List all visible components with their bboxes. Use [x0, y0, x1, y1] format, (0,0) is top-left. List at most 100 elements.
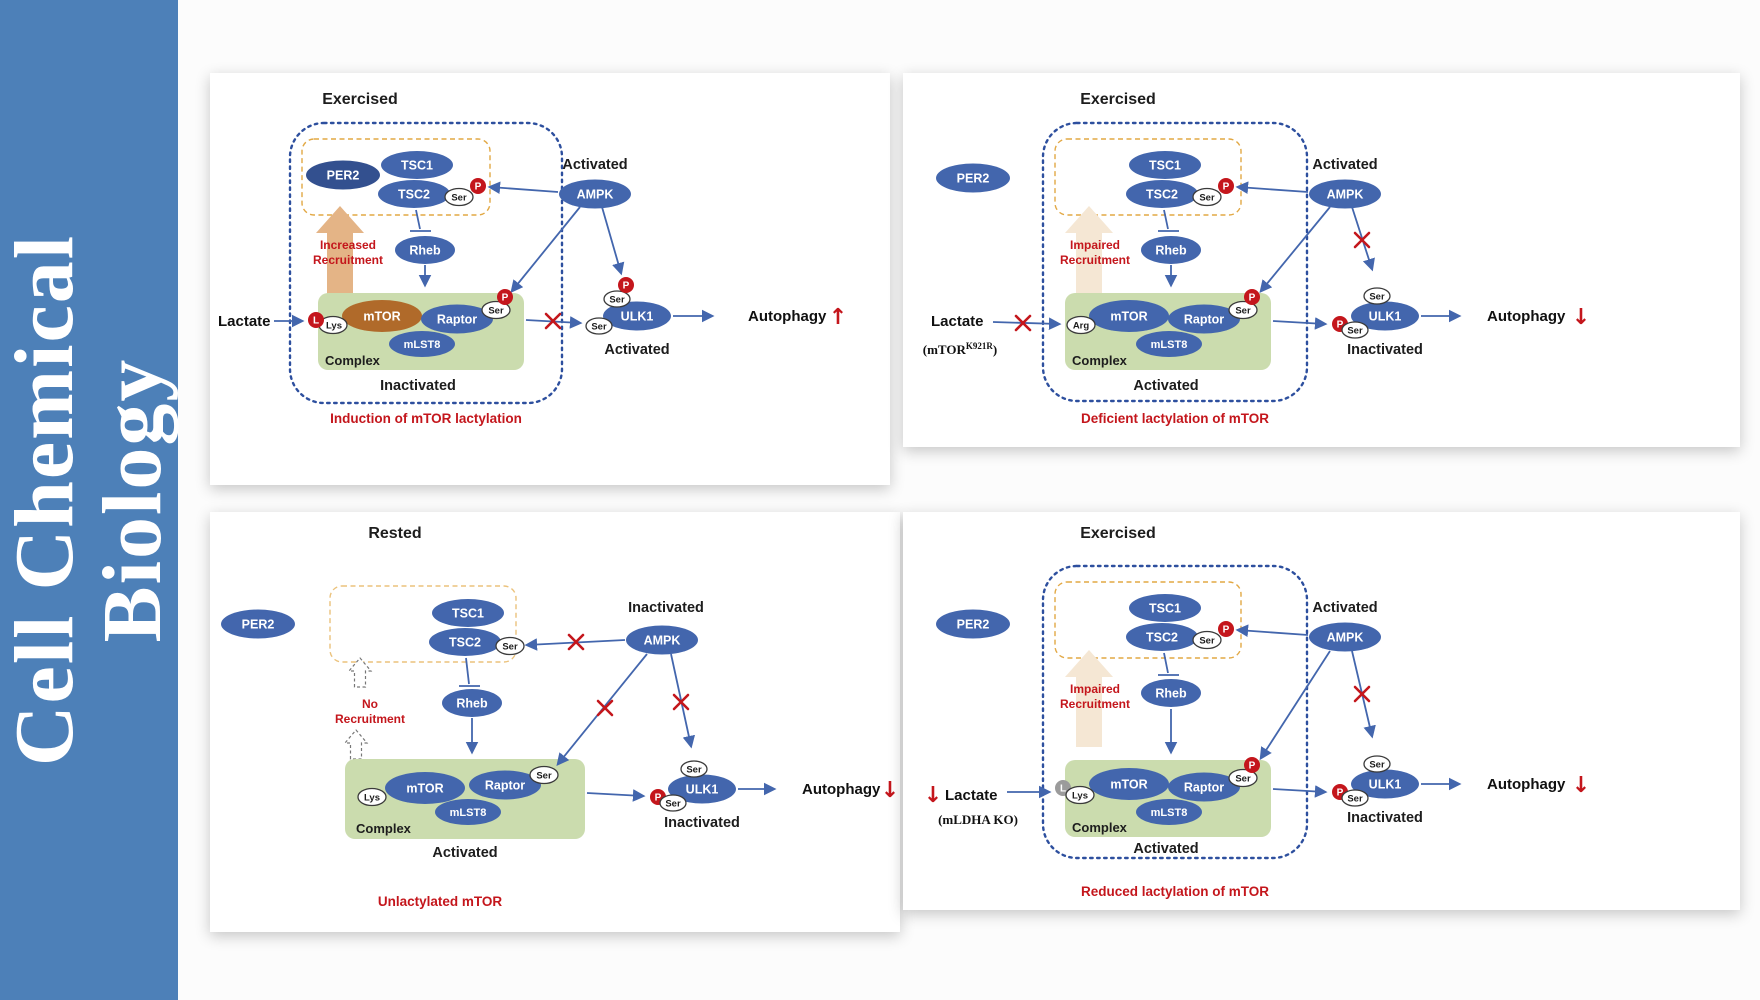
mtor-lys-site: Lys [357, 787, 387, 807]
ampk-node: AMPK [1309, 179, 1381, 209]
ampk-label: AMPK [1327, 631, 1364, 645]
per2-tsc-recruitment-box [329, 585, 517, 663]
condition-title: Exercised [1080, 525, 1156, 542]
raptor-node: Raptor [1168, 772, 1240, 802]
mtor-label: mTOR [406, 782, 443, 796]
ulk1-node: ULK1 [668, 774, 736, 804]
panel-exercised-k921r: Exercised Impaired Recruitment PER2 TSC1… [903, 73, 1740, 447]
ulk1-state: Activated [604, 342, 669, 358]
svg-text:P: P [1337, 320, 1344, 331]
tsc2-label: TSC2 [1146, 188, 1178, 202]
raptor-phospho-badge: P [497, 289, 513, 305]
tsc-rheb-inhibition-line [415, 209, 421, 230]
tsc2-node: TSC2 [378, 180, 450, 208]
tsc2-ser-site: Ser [1192, 187, 1222, 207]
raptor-label: Raptor [485, 779, 525, 793]
tsc1-node: TSC1 [432, 599, 504, 627]
recruitment-label-2: Recruitment [1060, 697, 1130, 711]
ulk1-label: ULK1 [1369, 778, 1402, 792]
per2-node: PER2 [221, 609, 295, 639]
ulk1-node: ULK1 [1351, 301, 1419, 331]
ampk-raptor-arrow [1259, 650, 1331, 761]
raptor-node: Raptor [421, 304, 493, 334]
svg-text:Ser: Ser [665, 799, 681, 810]
mtor-label: mTOR [363, 310, 400, 324]
ulk1-node: ULK1 [1351, 769, 1419, 799]
ampk-ulk1-arrow [1351, 206, 1375, 272]
mlst8-label: mLST8 [450, 807, 487, 819]
panel-caption: Induction of mTOR lactylation [330, 411, 522, 426]
tsc2-ser-site: Ser [1192, 630, 1222, 650]
blocked-x-icon [1353, 685, 1371, 703]
recruitment-label-1: No [362, 697, 378, 711]
ampk-state: Inactivated [628, 600, 704, 616]
svg-text:P: P [1223, 182, 1230, 193]
complex-state: Inactivated [380, 378, 456, 394]
ulk1-mtor-ser-site: Ser [1341, 789, 1369, 807]
tsc-rheb-inhibition-line [1163, 652, 1169, 674]
svg-text:P: P [1249, 293, 1256, 304]
mtor-node: mTOR [1089, 300, 1169, 332]
mtor-lys-site: Lys [1065, 785, 1095, 805]
svg-text:P: P [475, 182, 482, 193]
ampk-node: AMPK [626, 625, 698, 655]
complex-state: Activated [432, 845, 497, 861]
mlst8-node: mLST8 [1136, 331, 1202, 357]
panel-caption: Unlactylated mTOR [378, 894, 503, 909]
journal-title: Cell Chemical Biology [0, 0, 179, 1000]
mtor-node: mTOR [342, 300, 422, 332]
per2-label: PER2 [957, 172, 990, 186]
cell-boundary [1041, 121, 1309, 403]
ampk-node: AMPK [1309, 622, 1381, 652]
rheb-node: Rheb [1141, 679, 1201, 707]
blocked-x-icon [672, 693, 690, 711]
raptor-ser-site: Ser [1228, 300, 1258, 320]
journal-title-line2: Biology [86, 357, 179, 643]
complex-label: Complex [1072, 353, 1128, 368]
complex-label: Complex [325, 353, 381, 368]
ampk-label: AMPK [644, 634, 681, 648]
tsc1-node: TSC1 [1129, 151, 1201, 179]
ampk-tsc2-arrow [1235, 624, 1309, 638]
ulk1-state: Inactivated [664, 815, 740, 831]
svg-text:Ser: Ser [686, 765, 702, 776]
mlst8-label: mLST8 [404, 339, 441, 351]
mtor-node: mTOR [385, 772, 465, 804]
complex-label: Complex [356, 821, 412, 836]
condition-title: Exercised [322, 91, 398, 108]
panel-exercised-ldha-ko: Exercised Impaired Recruitment PER2 TSC1… [903, 512, 1740, 910]
mlst8-node: mLST8 [1136, 799, 1202, 825]
ampk-tsc2-arrow [487, 181, 559, 195]
lactyl-badge: L [308, 312, 324, 328]
recruitment-label-2: Recruitment [1060, 253, 1130, 267]
lactate-label: Lactate [945, 787, 998, 804]
blocked-x-icon [1353, 231, 1371, 249]
rheb-label: Rheb [1155, 244, 1187, 258]
tsc1-label: TSC1 [401, 159, 433, 173]
raptor-ser-site: Ser [1228, 768, 1258, 788]
svg-text:Ser: Ser [488, 306, 504, 317]
tsc1-label: TSC1 [452, 607, 484, 621]
raptor-label: Raptor [437, 313, 477, 327]
panel-caption: Deficient lactylation of mTOR [1081, 411, 1269, 426]
tsc2-label: TSC2 [398, 188, 430, 202]
mlst8-label: mLST8 [1151, 807, 1188, 819]
svg-text:Ser: Ser [1235, 774, 1251, 785]
mlst8-node: mLST8 [435, 799, 501, 825]
svg-text:Ser: Ser [536, 771, 552, 782]
panel-rested-unlactylated: Rested PER2 TSC1 TSC2 Ser Inactivated AM… [210, 512, 900, 932]
autophagy-label: Autophagy [748, 308, 827, 325]
recruitment-label-1: Impaired [1070, 238, 1120, 252]
svg-text:Ser: Ser [502, 642, 518, 653]
per2-label: PER2 [957, 618, 990, 632]
ulk1-ampk-ser-site: Ser [1363, 287, 1391, 305]
autophagy-label: Autophagy [1487, 776, 1566, 793]
mutant-label: (mTORK921R) [923, 341, 997, 357]
lactate-label: Lactate [931, 313, 984, 330]
svg-text:Ser: Ser [451, 193, 467, 204]
autophagy-direction-arrow: ↓ [1572, 773, 1590, 798]
svg-text:P: P [655, 793, 662, 804]
condition-title: Exercised [1080, 91, 1156, 108]
svg-text:Ser: Ser [1347, 794, 1363, 805]
svg-text:Ser: Ser [1235, 306, 1251, 317]
